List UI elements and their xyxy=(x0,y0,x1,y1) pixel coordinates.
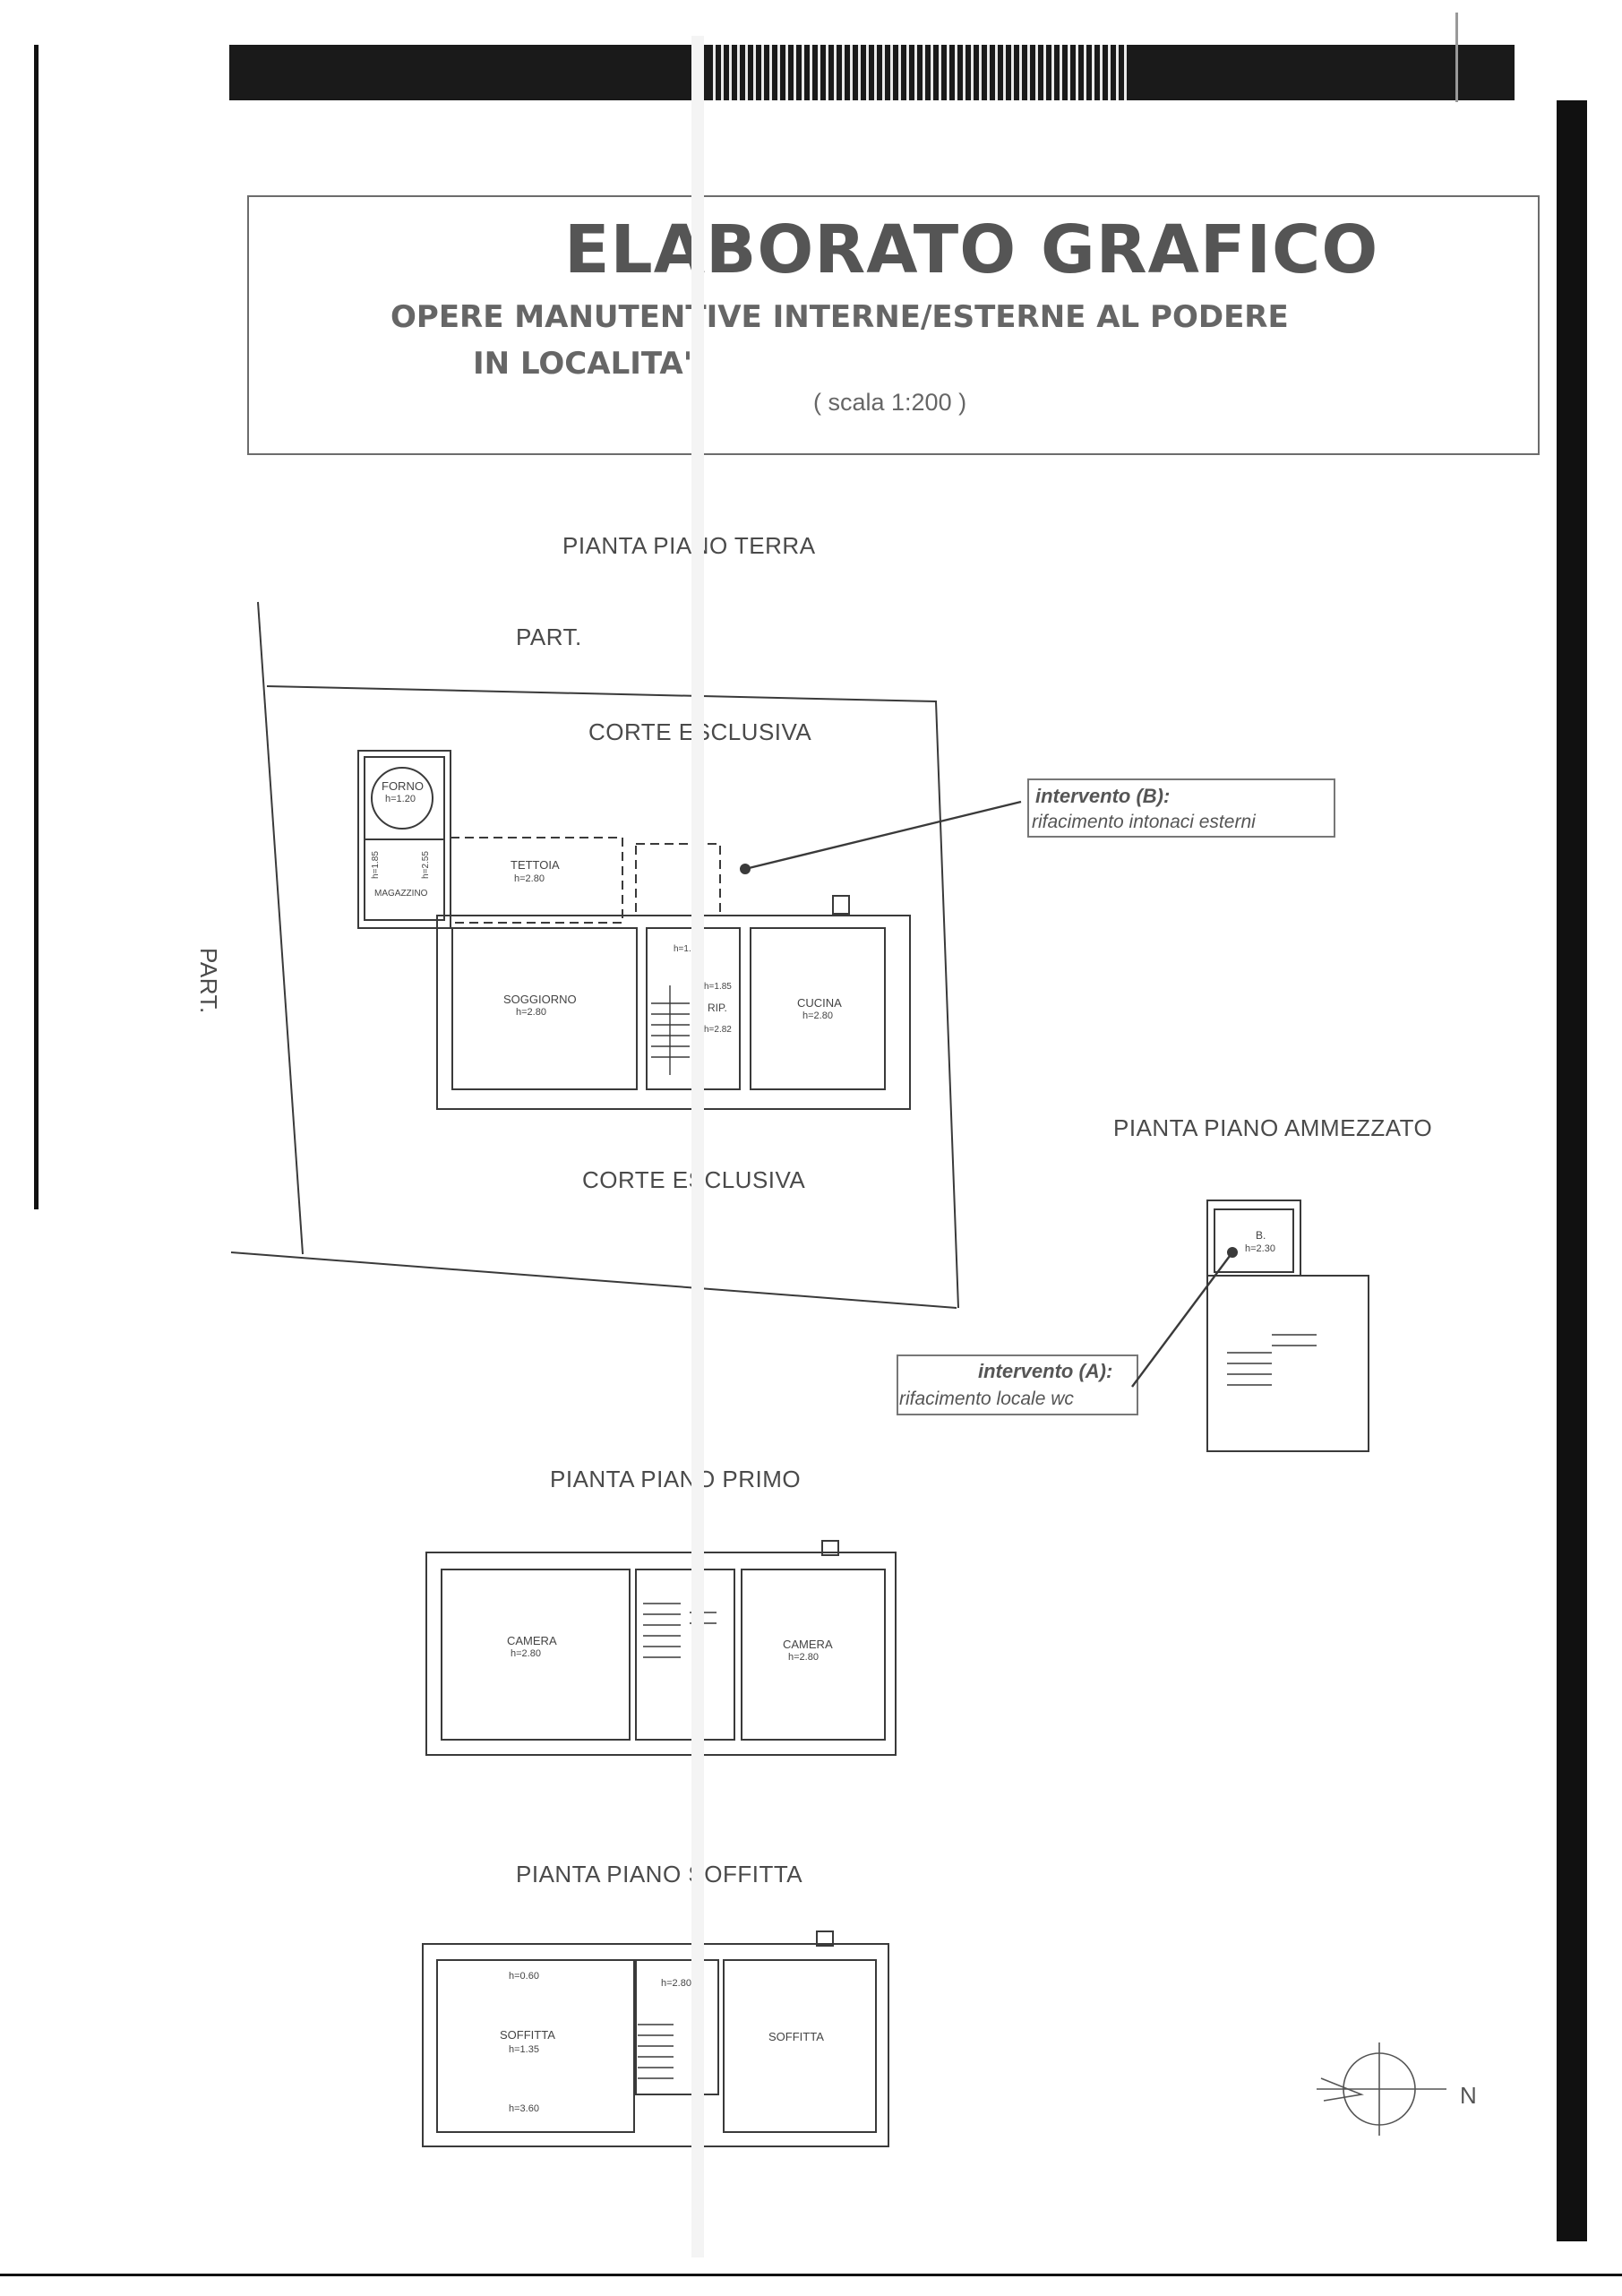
forno-oven xyxy=(371,767,433,830)
camera-left-height: h=2.80 xyxy=(511,1648,541,1659)
north-arrow-icon xyxy=(1317,2042,1446,2136)
camera-right-room xyxy=(741,1569,886,1741)
ground-house-outline xyxy=(436,915,911,1110)
attic-stair-hall xyxy=(635,1959,719,2095)
soggiorno-label: SOGGIORNO xyxy=(503,993,577,1006)
first-floor-chimney xyxy=(821,1540,839,1556)
cucina-height: h=2.80 xyxy=(802,1010,833,1021)
mezzanine-stair-block xyxy=(1206,1275,1369,1452)
north-label: N xyxy=(1460,2082,1477,2109)
site-boundary-left xyxy=(257,601,304,1255)
soffitta-left-height: h=1.35 xyxy=(509,2044,539,2055)
title-block xyxy=(247,195,1540,455)
chimney-mark xyxy=(832,895,850,915)
magazzino-height-1: h=1.85 xyxy=(370,851,381,879)
camera-left-room xyxy=(441,1569,631,1741)
ground-floor-plan-label: PIANTA PIANO TERRA xyxy=(562,532,816,559)
attic-stair-height: h=2.80 xyxy=(661,1978,691,1989)
soffitta-left-label: SOFFITTA xyxy=(500,2028,555,2042)
scan-artifact-bottom-edge xyxy=(0,2274,1622,2296)
soffitta-right-label: SOFFITTA xyxy=(768,2030,824,2043)
drawing-scale: ( scala 1:200 ) xyxy=(813,389,967,416)
cucina-room xyxy=(750,927,886,1090)
ripostiglio-label: RIP. xyxy=(708,1002,727,1014)
site-boundary-top xyxy=(266,685,959,1309)
scan-artifact-left-edge xyxy=(34,45,39,1209)
first-floor-stairs xyxy=(643,1603,717,1658)
mezzanine-b-label: B. xyxy=(1256,1229,1266,1242)
site-boundary-bottom xyxy=(230,1251,957,1309)
attic-height-top: h=0.60 xyxy=(509,1971,539,1982)
soffitta-left-room xyxy=(436,1959,635,2133)
soggiorno-height: h=2.80 xyxy=(516,1007,546,1018)
stair-height: h=1.90 xyxy=(674,944,701,954)
note-box-a xyxy=(897,1354,1138,1415)
mezzanine-plan-label: PIANTA PIANO AMMEZZATO xyxy=(1113,1114,1433,1141)
scan-artifact-corner-line xyxy=(1455,13,1458,102)
tettoia-height: h=2.80 xyxy=(514,873,545,884)
leader-line-b xyxy=(744,800,1022,871)
mezzanine-stairs xyxy=(1227,1334,1317,1386)
ripostiglio-height-1: h=1.85 xyxy=(704,982,732,992)
note-a-title: intervento (A): xyxy=(978,1360,1113,1382)
scan-artifact-right-edge xyxy=(1557,100,1587,2241)
magazzino-height-2: h=2.55 xyxy=(420,851,431,879)
camera-right-height: h=2.80 xyxy=(788,1652,819,1663)
attic-height-bottom: h=3.60 xyxy=(509,2103,539,2114)
first-floor-plan-label: PIANTA PIANO PRIMO xyxy=(550,1466,802,1492)
attic-chimney xyxy=(816,1931,834,1947)
document-subtitle: OPERE MANUTENTIVE INTERNE/ESTERNE AL POD… xyxy=(390,299,1289,335)
forno-height: h=1.20 xyxy=(385,794,416,804)
note-box-b xyxy=(1027,778,1335,838)
mezzanine-b-height: h=2.30 xyxy=(1245,1243,1275,1254)
soffitta-right-room xyxy=(723,1959,877,2133)
ripostiglio-height-2: h=2.82 xyxy=(704,1025,732,1035)
scan-artifact-vertical-gap xyxy=(691,36,704,2257)
cucina-label: CUCINA xyxy=(797,996,842,1010)
note-b-text: rifacimento intonaci esterni xyxy=(1032,812,1256,832)
attic-stairs xyxy=(638,2024,674,2079)
attic-plan-label: PIANTA PIANO SOFFITTA xyxy=(516,1861,803,1888)
mezzanine-wc xyxy=(1206,1200,1301,1277)
leader-line-a xyxy=(1131,1251,1233,1388)
soggiorno-room xyxy=(451,927,638,1090)
note-a-text: rifacimento locale wc xyxy=(899,1389,1074,1409)
forno-label: FORNO xyxy=(382,779,424,793)
magazzino-label: MAGAZZINO xyxy=(374,889,428,899)
camera-right-label: CAMERA xyxy=(783,1638,833,1651)
ground-stairs xyxy=(651,985,690,1075)
ground-dashed-area xyxy=(635,843,721,916)
document-location: IN LOCALITA' xyxy=(473,346,693,382)
parcel-label-top: PART. xyxy=(516,623,582,650)
camera-left-label: CAMERA xyxy=(507,1634,557,1647)
tettoia-label: TETTOIA xyxy=(511,858,560,872)
parcel-label-left: PART. xyxy=(195,948,222,1014)
first-floor-stair-hall xyxy=(635,1569,735,1741)
forno-magazzino-block xyxy=(357,750,451,929)
first-floor-outline xyxy=(425,1552,897,1756)
attic-outline xyxy=(422,1943,889,2147)
note-b-title: intervento (B): xyxy=(1035,785,1171,807)
tettoia-outline xyxy=(451,837,623,924)
scan-artifact-barcode xyxy=(708,45,1129,100)
